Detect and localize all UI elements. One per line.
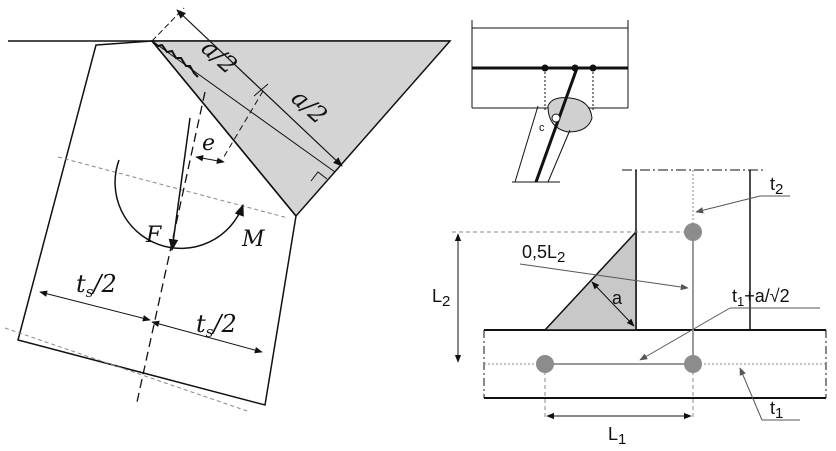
moment-arc	[114, 159, 244, 250]
detail-label-c: c	[539, 122, 545, 134]
label-M: M	[241, 227, 265, 252]
dim-tick-mid	[253, 83, 269, 97]
model-figure: t2 0,5L2 a L2 t1+a/√2 t1 L1	[432, 169, 827, 448]
leader-t1	[739, 367, 763, 421]
leader-05L2	[519, 263, 689, 291]
dim-eccentricity	[195, 155, 225, 164]
label-t1: t1	[770, 398, 783, 422]
label-L1: L1	[608, 424, 626, 448]
throat-dim	[591, 281, 635, 327]
label-L2: L2	[432, 286, 450, 310]
model-weld	[543, 230, 637, 331]
node-bottom-right	[684, 355, 702, 373]
label-a: a	[612, 288, 623, 308]
dim-ts-left	[39, 290, 151, 322]
label-e: e	[202, 131, 215, 156]
detail-figure: c	[471, 20, 629, 183]
label-F: F	[145, 223, 162, 248]
weld-center-dashed	[221, 90, 264, 161]
left-figure: a/2 a/2 e F M ts/2 ts/2	[4, 7, 452, 413]
detail-web-thick	[534, 67, 579, 183]
node-bottom-left	[536, 355, 554, 373]
detail-web-outer2	[547, 129, 571, 183]
label-t2: t2	[770, 174, 783, 198]
node-top	[684, 223, 702, 241]
detail-web-outer	[514, 105, 539, 183]
label-05L2: 0,5L2	[522, 242, 565, 266]
detail-weld-blob	[547, 97, 593, 133]
detail-node-1	[541, 64, 549, 72]
right-angle-marker	[310, 171, 328, 182]
leader-offset	[639, 307, 731, 361]
cut-line-lower	[4, 327, 251, 413]
dim-extension	[151, 7, 185, 42]
dim-ts-right	[151, 320, 263, 354]
leader-t2	[695, 195, 761, 214]
force-arrow	[168, 117, 191, 252]
detail-node-2	[571, 64, 579, 72]
detail-node-3	[589, 64, 597, 72]
dim-throat	[176, 9, 343, 167]
label-offset: t1+a/√2	[732, 286, 790, 309]
web-plate	[17, 40, 297, 406]
label-ts-right: ts/2	[196, 310, 237, 341]
weld-triangle	[150, 40, 452, 218]
label-ts-left: ts/2	[76, 270, 117, 301]
detail-node-c	[551, 113, 561, 123]
cut-line-upper	[57, 156, 289, 219]
